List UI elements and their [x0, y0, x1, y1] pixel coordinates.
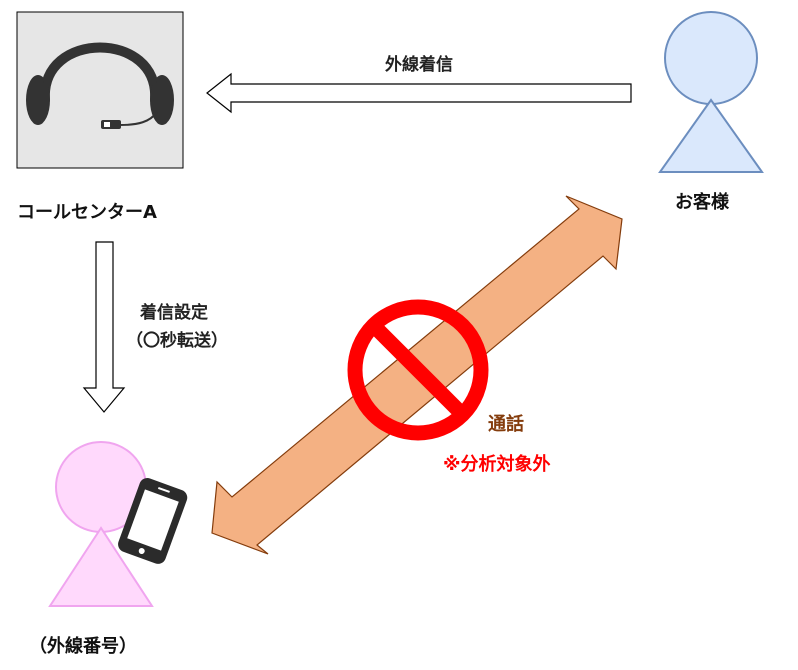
- call-center-label: コールセンターA: [17, 202, 157, 223]
- forward-setting-label-line2: （〇秒転送）: [126, 331, 228, 351]
- analysis-excluded-note: ※分析対象外: [443, 454, 551, 475]
- forward-setting-label-line1: 着信設定: [140, 303, 208, 323]
- smartphone-icon: [118, 477, 188, 564]
- incoming-call-label: 外線着信: [385, 55, 453, 75]
- incoming-arrow: [206, 72, 632, 114]
- prohibited-icon: [347, 299, 489, 441]
- customer-person-icon: [658, 11, 764, 173]
- call-label: 通話: [488, 414, 524, 435]
- external-person-icon: [48, 441, 154, 607]
- forward-arrow: [82, 241, 126, 413]
- external-number-label: （外線番号）: [29, 636, 137, 657]
- customer-label: お客様: [675, 192, 729, 213]
- headset-icon: [16, 11, 184, 169]
